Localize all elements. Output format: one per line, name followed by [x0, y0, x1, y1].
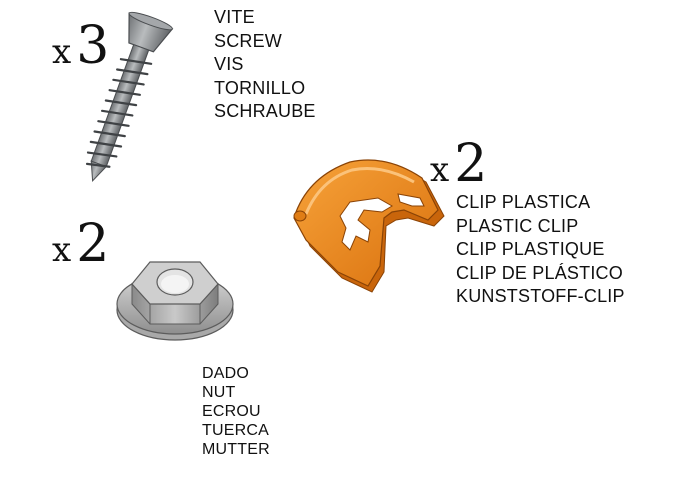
- screw-label-es: TORNILLO: [214, 77, 306, 98]
- clip-label-es: CLIP DE PLÁSTICO: [456, 262, 623, 283]
- screw-label-en: SCREW: [214, 30, 282, 51]
- screw-label-de: SCHRAUBE: [214, 101, 316, 121]
- clip-label-en: PLASTIC CLIP: [456, 215, 579, 236]
- screw-label-it: VITE: [214, 7, 255, 27]
- screw-label-fr: VIS: [214, 54, 244, 74]
- nut-label-it: DADO: [202, 365, 250, 382]
- screw-labels: VITE SCREW VIS TORNILLO SCHRAUBE: [214, 6, 316, 124]
- screw-quantity: x 3: [52, 16, 109, 76]
- nut-quantity-prefix: x: [52, 230, 72, 270]
- clip-label-it: CLIP PLASTICA: [456, 192, 591, 212]
- clip-quantity-number: 2: [454, 134, 488, 194]
- nut-label-fr: ECROU: [202, 403, 261, 420]
- nut-quantity: x 2: [52, 214, 109, 274]
- nut-icon: [116, 261, 234, 341]
- screw-quantity-number: 3: [76, 16, 110, 76]
- plastic-clip-icon: [293, 159, 445, 293]
- clip-label-fr: CLIP PLASTIQUE: [456, 239, 605, 259]
- clip-quantity: x 2: [430, 134, 487, 194]
- clip-labels: CLIP PLASTICA PLASTIC CLIP CLIP PLASTIQU…: [456, 191, 625, 309]
- nut-label-de: MUTTER: [202, 441, 270, 458]
- screw-quantity-prefix: x: [52, 32, 72, 72]
- nut-label-es: TUERCA: [202, 422, 269, 439]
- clip-label-de: KUNSTSTOFF-CLIP: [456, 286, 625, 306]
- screw-icon: [85, 11, 174, 182]
- nut-labels: DADO NUT ECROU TUERCA MUTTER: [202, 364, 270, 459]
- nut-label-en: NUT: [202, 384, 236, 401]
- nut-quantity-number: 2: [76, 214, 110, 274]
- clip-quantity-prefix: x: [430, 150, 450, 190]
